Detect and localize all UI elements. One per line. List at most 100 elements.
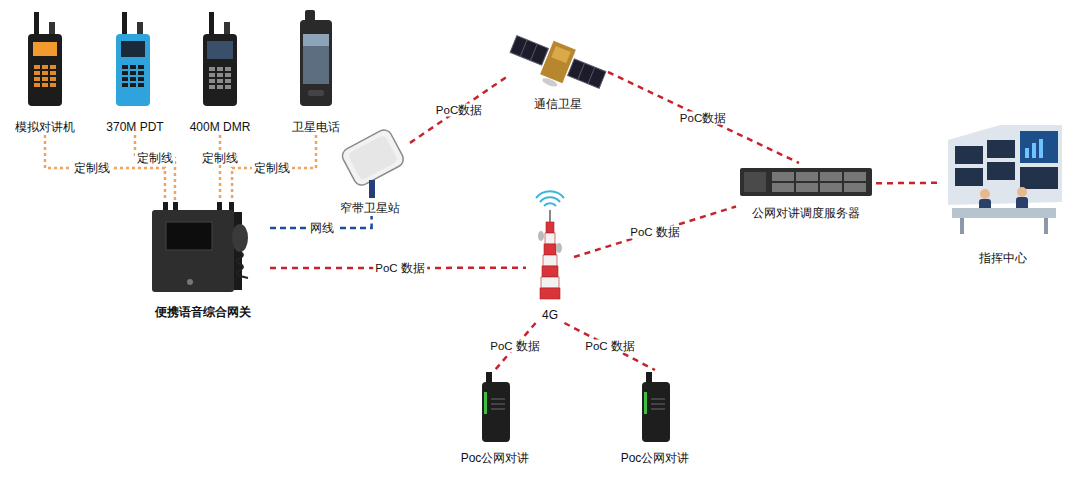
phone-node: 卫星电话 [280, 8, 352, 135]
node-label: 通信卫星 [534, 97, 582, 112]
connector-line [574, 207, 736, 258]
satellite-phone-icon-part [308, 90, 324, 96]
cell-tower-icon-part [542, 266, 558, 277]
dispatch-server-icon [740, 168, 872, 196]
command-center-icon-part [955, 168, 983, 186]
dispatch-server-icon-part [796, 172, 818, 181]
command-center-icon-part [955, 146, 983, 164]
connector-label: PoC 数据 [628, 226, 682, 239]
node-label: 400M DMR [190, 120, 251, 135]
satellite-node: 通信卫星 [508, 32, 608, 112]
command-center-icon-part [948, 125, 1062, 205]
cell-tower-icon-part [545, 233, 555, 244]
cell-tower-icon-part [538, 231, 544, 241]
command-center-icon-part [1044, 218, 1048, 234]
cell-tower-icon-part [541, 277, 559, 288]
dispatch-server-icon-part [820, 172, 842, 181]
poc-radio-icon-part [491, 408, 505, 410]
poc-radio-icon-part [482, 382, 510, 442]
analog-radio-icon [28, 12, 62, 106]
analog-radio-icon-part [33, 42, 57, 56]
communication-satellite-icon-part [578, 63, 585, 80]
connector-label: PoC数据 [678, 112, 728, 125]
node-label: 370M PDT [106, 120, 163, 135]
command-center-icon-part [960, 218, 964, 234]
cell-tower-icon-part [540, 197, 560, 202]
radio-node: 370M PDT [98, 8, 172, 135]
command-center-icon-part [1020, 167, 1058, 189]
connector-label: 定制线 [72, 162, 112, 175]
dmr-radio-icon-part [203, 34, 237, 106]
poc-radio-icon [482, 372, 510, 442]
dispatch-server-icon-part [844, 172, 866, 181]
command-center-icon-part [1032, 143, 1036, 158]
terminal-node: Poc公网对讲 [445, 370, 545, 466]
cell-tower-icon-part [544, 203, 556, 206]
satellite-phone-icon-part [303, 34, 329, 84]
poc-radio-icon [642, 372, 670, 442]
connector-label: PoC 数据 [583, 340, 637, 353]
voice-gateway-icon-part [152, 210, 234, 292]
dispatch-server-icon-part [772, 172, 794, 181]
cell-tower-icon-part [544, 244, 556, 255]
narrowband-station-icon-part-part [340, 127, 406, 188]
command-center-icon-part [987, 162, 1015, 180]
communication-satellite-icon-part [531, 44, 538, 61]
server-node: 公网对讲调度服务器 [736, 163, 876, 221]
poc-radio-icon-part [651, 408, 665, 410]
node-label: Poc公网对讲 [461, 451, 530, 466]
poc-radio-icon-part [651, 398, 665, 400]
communication-satellite-icon-part [568, 59, 606, 88]
node-label: 窄带卫星站 [340, 201, 400, 216]
radio-node: 400M DMR [183, 8, 257, 135]
voice-gateway-icon-part [237, 252, 248, 278]
voice-gateway-icon-part [166, 222, 212, 250]
connector-line [219, 135, 222, 200]
cell-tower-icon-part [543, 255, 557, 266]
poc-radio-icon-part [491, 398, 505, 400]
connector-label: 定制线 [200, 152, 240, 165]
satellite-phone-icon-part [300, 20, 332, 106]
analog-radio-icon-part [28, 34, 62, 106]
command-center-icon-part [987, 140, 1015, 158]
command-center-icon [948, 125, 1062, 234]
communication-satellite-icon-part [551, 46, 570, 63]
radio-node: 模拟对讲机 [5, 8, 85, 135]
cell-tower-icon [536, 191, 564, 299]
pdt-radio-icon [116, 12, 150, 106]
command-center-node: 指挥中心 [938, 120, 1068, 266]
communication-satellite-icon-part [510, 36, 548, 65]
tower-node: 4G [526, 203, 574, 323]
cell-tower-icon-part [536, 191, 564, 198]
command-center-icon-part [1039, 139, 1043, 158]
cell-tower-icon-part [546, 222, 554, 233]
poc-radio-icon-part [491, 403, 505, 405]
dmr-radio-icon-part [209, 67, 231, 89]
poc-radio-icon-part [644, 392, 647, 414]
node-label: Poc公网对讲 [621, 451, 690, 466]
terminal-node: Poc公网对讲 [605, 370, 705, 466]
connector-line [608, 72, 799, 163]
pdt-radio-icon-part [137, 22, 143, 36]
connector-line [564, 323, 655, 370]
node-label: 便携语音综合网关 [155, 305, 251, 320]
pdt-radio-icon-part [116, 34, 150, 106]
node-label: 4G [542, 308, 558, 323]
dispatch-server-icon-part [740, 168, 872, 196]
poc-radio-icon-part [642, 382, 670, 442]
connector-label: 网线 [308, 222, 336, 235]
dispatch-server-icon-part [796, 183, 818, 192]
connector-label: 定制线 [252, 162, 292, 175]
communication-satellite-icon [504, 27, 609, 103]
narrowband-station-icon-part-part [347, 134, 398, 180]
connector-label: PoC 数据 [373, 262, 427, 275]
communication-satellite-icon-part [541, 77, 558, 89]
command-center-icon-part [1020, 131, 1058, 163]
gateway-node: 便携语音综合网关 [135, 200, 270, 320]
connector-label: PoC 数据 [488, 340, 542, 353]
narrowband-station-icon [340, 127, 406, 198]
voice-gateway-icon [152, 202, 248, 292]
